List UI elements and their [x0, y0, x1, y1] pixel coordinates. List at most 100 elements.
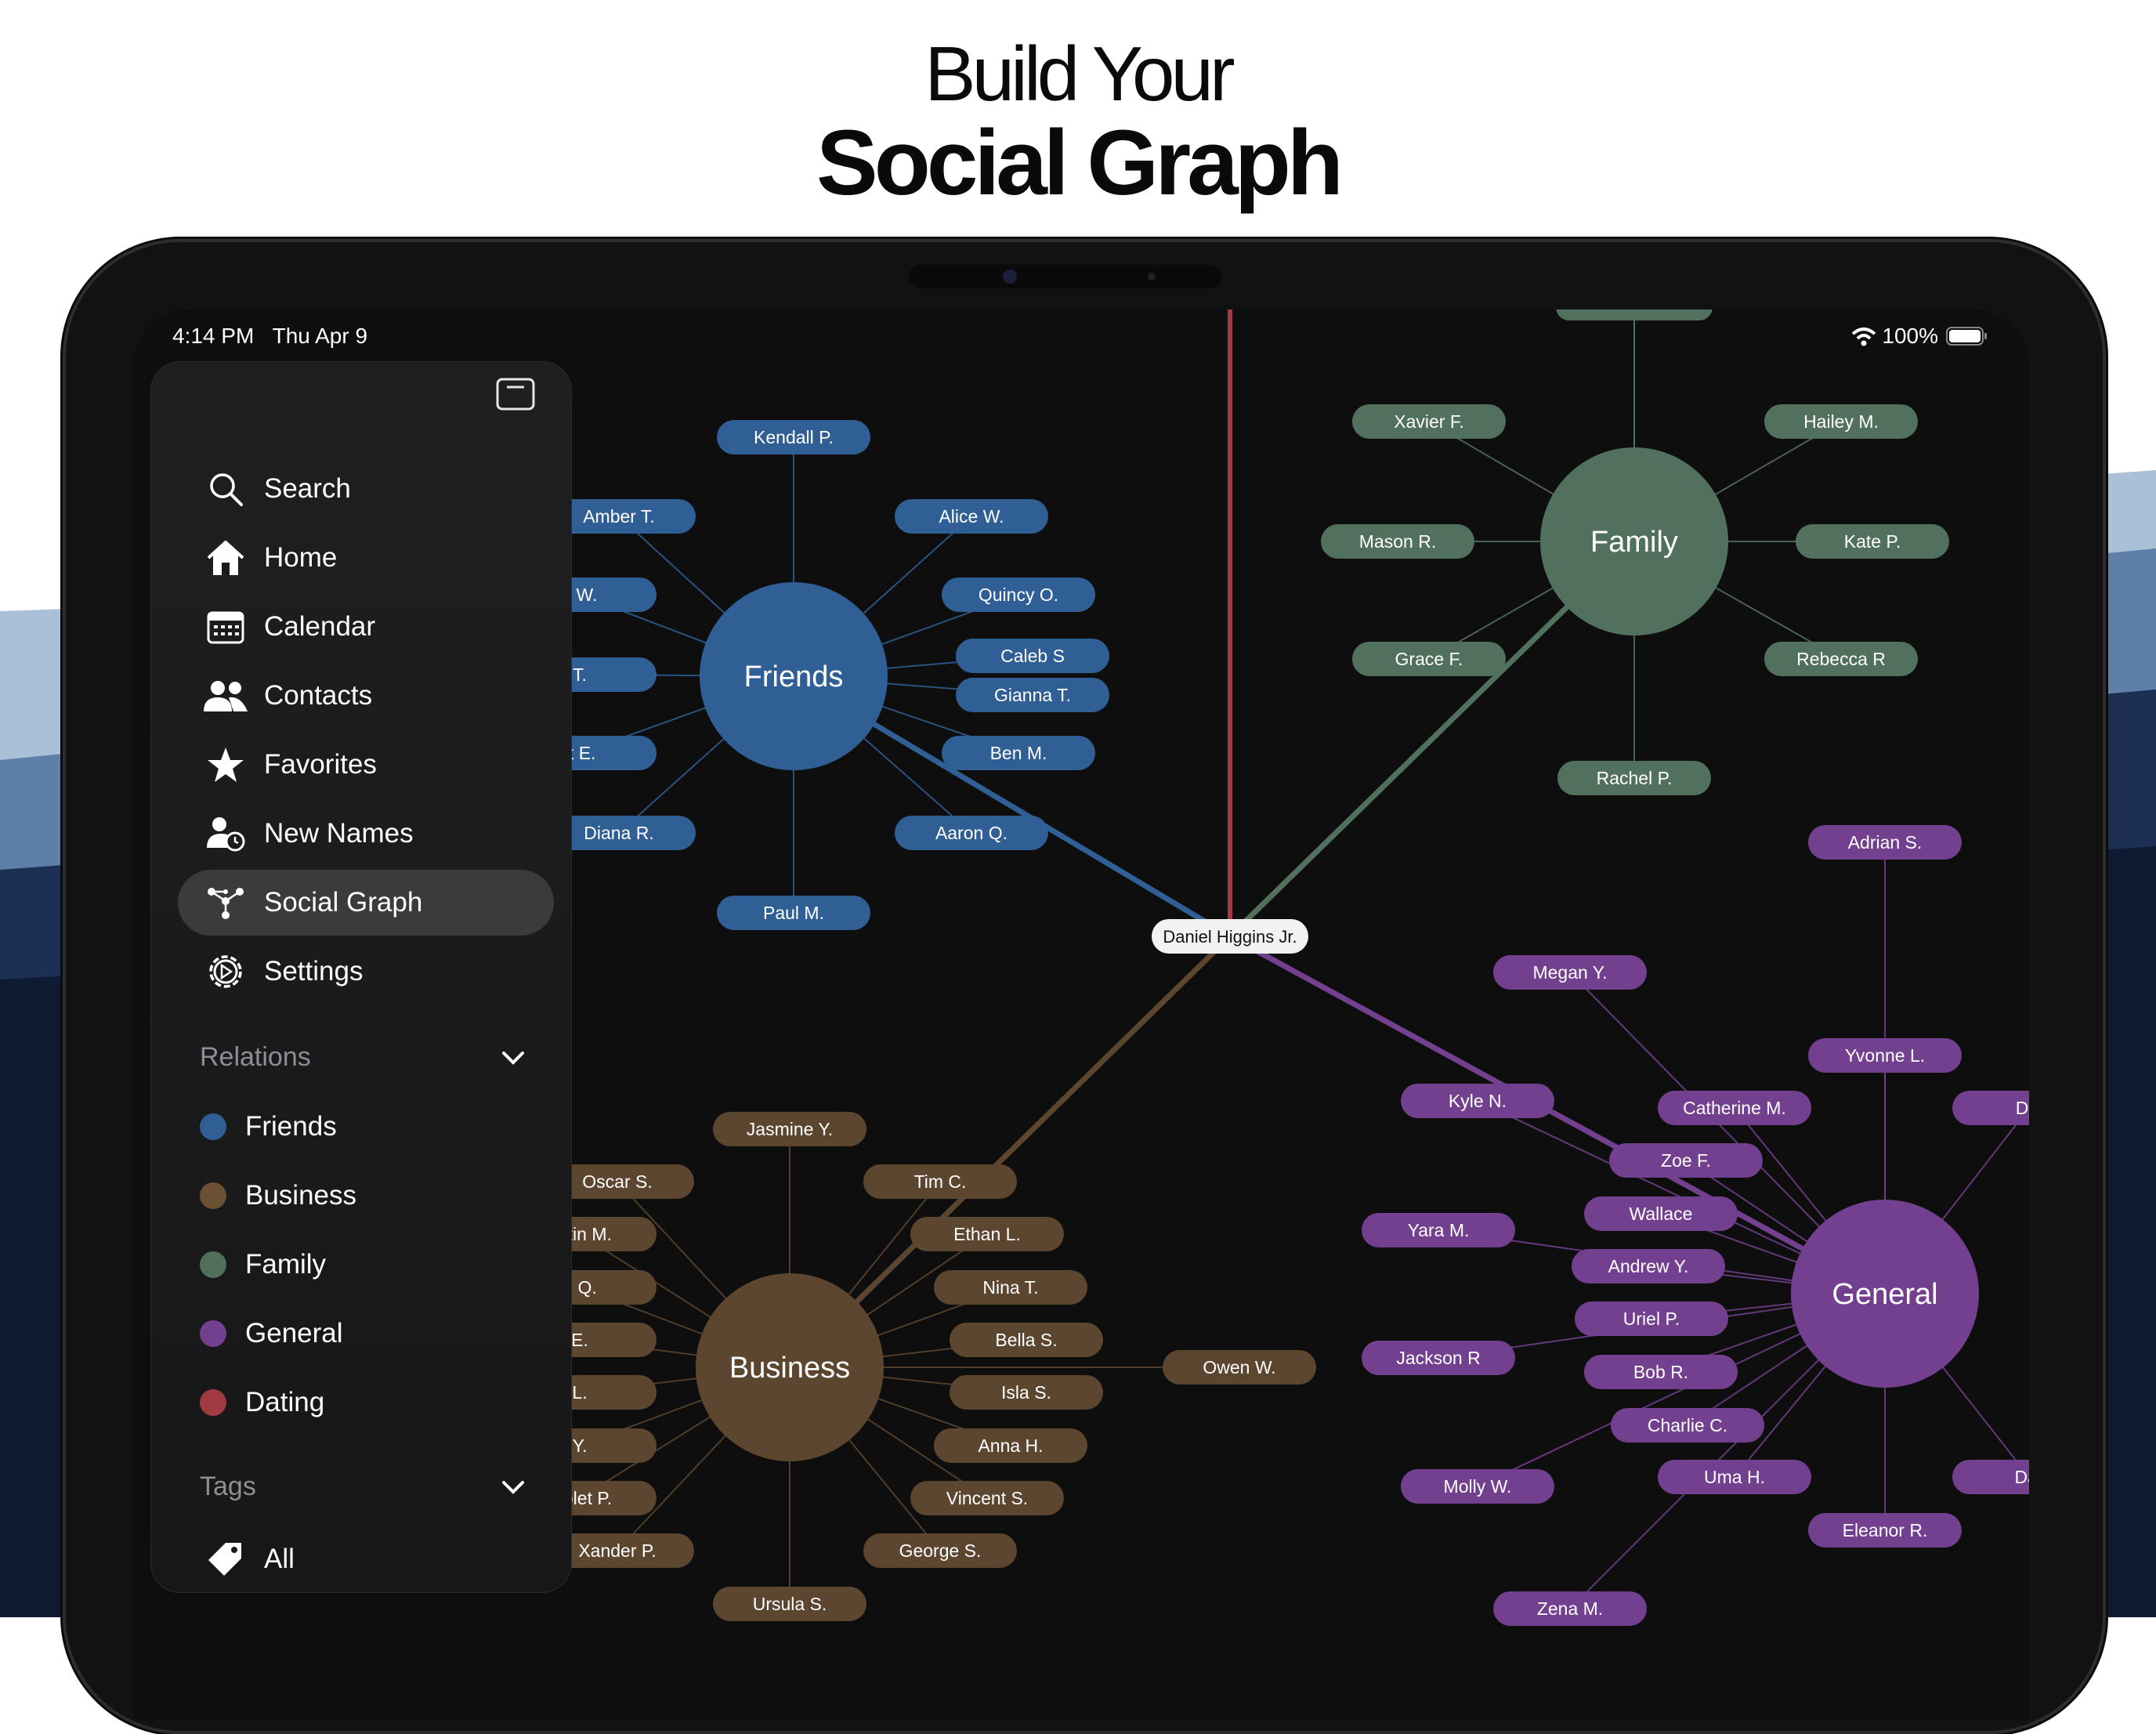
general-node[interactable] — [1362, 1341, 1515, 1375]
general-node[interactable] — [1584, 1196, 1738, 1231]
business-node[interactable] — [541, 1164, 694, 1199]
general-node[interactable] — [1575, 1301, 1728, 1336]
general-node[interactable] — [1362, 1213, 1515, 1247]
business-node[interactable] — [863, 1533, 1017, 1568]
family-node[interactable] — [1321, 524, 1474, 559]
nav-home[interactable]: Home — [178, 525, 554, 591]
nav-social-graph[interactable]: Social Graph — [178, 870, 554, 936]
friends-hub — [700, 582, 888, 770]
business-node[interactable] — [713, 1587, 866, 1621]
general-node[interactable] — [1493, 955, 1647, 990]
relation-dating[interactable]: Dating — [200, 1387, 324, 1418]
friends-node[interactable] — [542, 499, 696, 534]
general-node[interactable] — [1658, 1460, 1811, 1494]
nav-calendar[interactable]: Calendar — [178, 594, 554, 660]
general-node[interactable] — [1952, 1460, 2029, 1494]
nav-favorites[interactable]: Favorites — [178, 732, 554, 798]
general-node-label: Yvonne L. — [1845, 1045, 1925, 1066]
family-node[interactable] — [1352, 404, 1506, 439]
business-node[interactable] — [713, 1112, 866, 1146]
business-node-label: George S. — [899, 1540, 982, 1561]
tag-label: All — [264, 1544, 295, 1574]
business-node[interactable] — [934, 1270, 1087, 1305]
family-center-edge — [1228, 539, 1637, 939]
family-node-label: Mason R. — [1359, 531, 1436, 552]
family-node[interactable] — [1764, 642, 1918, 676]
relation-general[interactable]: General — [200, 1318, 343, 1349]
nav-label: Favorites — [264, 749, 377, 780]
general-node[interactable] — [1808, 1513, 1962, 1548]
general-node-label: Charlie C. — [1648, 1415, 1727, 1435]
family-node[interactable] — [1796, 524, 1949, 559]
friends-node[interactable] — [542, 816, 696, 850]
general-node[interactable] — [1808, 1038, 1962, 1073]
nav-label: Settings — [264, 956, 364, 986]
general-node-label: Wallace — [1630, 1204, 1693, 1224]
general-node[interactable] — [1952, 1091, 2029, 1125]
family-node-label: Xavier F. — [1394, 411, 1463, 432]
nav-new-names[interactable]: New Names — [178, 801, 554, 867]
friends-hub-label: Friends — [744, 661, 844, 693]
relation-friends[interactable]: Friends — [200, 1111, 337, 1142]
business-node[interactable] — [863, 1164, 1017, 1199]
general-node[interactable] — [1572, 1249, 1725, 1283]
family-node[interactable] — [1764, 404, 1918, 439]
tag-all[interactable]: All — [178, 1526, 554, 1592]
general-node[interactable] — [1808, 825, 1962, 860]
family-node[interactable] — [1557, 761, 1711, 795]
nav-search[interactable]: Search — [178, 456, 554, 522]
chevron-down-icon[interactable] — [497, 1044, 529, 1075]
business-node-label: Bella S. — [995, 1330, 1057, 1350]
chevron-down-icon[interactable] — [497, 1473, 529, 1504]
family-node-label: Rebecca R — [1796, 649, 1886, 669]
friends-node[interactable] — [717, 420, 870, 454]
business-node-label: L. — [572, 1382, 587, 1403]
general-node[interactable] — [1609, 1143, 1763, 1178]
general-node[interactable] — [1401, 1084, 1554, 1118]
friends-node[interactable] — [942, 577, 1095, 612]
general-node-label: Jackson R — [1396, 1348, 1480, 1368]
business-node[interactable] — [910, 1217, 1064, 1251]
business-node[interactable] — [950, 1375, 1103, 1410]
friends-node-label: Caleb S — [1000, 646, 1065, 666]
business-node-label: Anna H. — [978, 1435, 1043, 1456]
family-node[interactable] — [1352, 642, 1506, 676]
friends-node[interactable] — [956, 639, 1109, 673]
center-person-node[interactable] — [1152, 919, 1308, 954]
business-node[interactable] — [1163, 1350, 1316, 1385]
friends-node[interactable] — [717, 896, 870, 930]
friends-node[interactable] — [895, 499, 1048, 534]
general-node-label: Uriel P. — [1623, 1309, 1680, 1329]
business-node-label: Tim C. — [914, 1171, 967, 1192]
friends-node[interactable] — [956, 678, 1109, 712]
general-node[interactable] — [1401, 1469, 1554, 1504]
tags-header[interactable]: Tags — [200, 1472, 256, 1501]
relations-header[interactable]: Relations — [200, 1042, 311, 1072]
business-node[interactable] — [950, 1323, 1103, 1357]
nav-settings[interactable]: Settings — [178, 939, 554, 1005]
general-hub — [1791, 1200, 1979, 1388]
general-node[interactable] — [1611, 1408, 1764, 1443]
nav-label: Social Graph — [264, 887, 423, 918]
nav-label: Home — [264, 542, 338, 573]
business-node[interactable] — [541, 1533, 694, 1568]
relation-family[interactable]: Family — [200, 1249, 326, 1280]
relation-business[interactable]: Business — [200, 1180, 356, 1211]
general-node-label: Andrew Y. — [1608, 1256, 1689, 1276]
general-node[interactable] — [1584, 1355, 1738, 1389]
family-node-label: Kate P. — [1844, 531, 1901, 552]
family-node-label: Rachel P. — [1597, 768, 1673, 788]
general-node[interactable] — [1658, 1091, 1811, 1125]
friends-node[interactable] — [942, 736, 1095, 770]
sidebar-toggle-icon[interactable] — [496, 378, 537, 412]
family-node-label: Grace F. — [1395, 649, 1463, 669]
business-node[interactable] — [934, 1428, 1087, 1463]
tag-icon — [201, 1535, 250, 1584]
friends-node[interactable] — [895, 816, 1048, 850]
general-node-label: Dar — [2014, 1467, 2029, 1487]
business-node[interactable] — [910, 1481, 1064, 1515]
star-icon — [201, 740, 250, 789]
nav-contacts[interactable]: Contacts — [178, 663, 554, 729]
